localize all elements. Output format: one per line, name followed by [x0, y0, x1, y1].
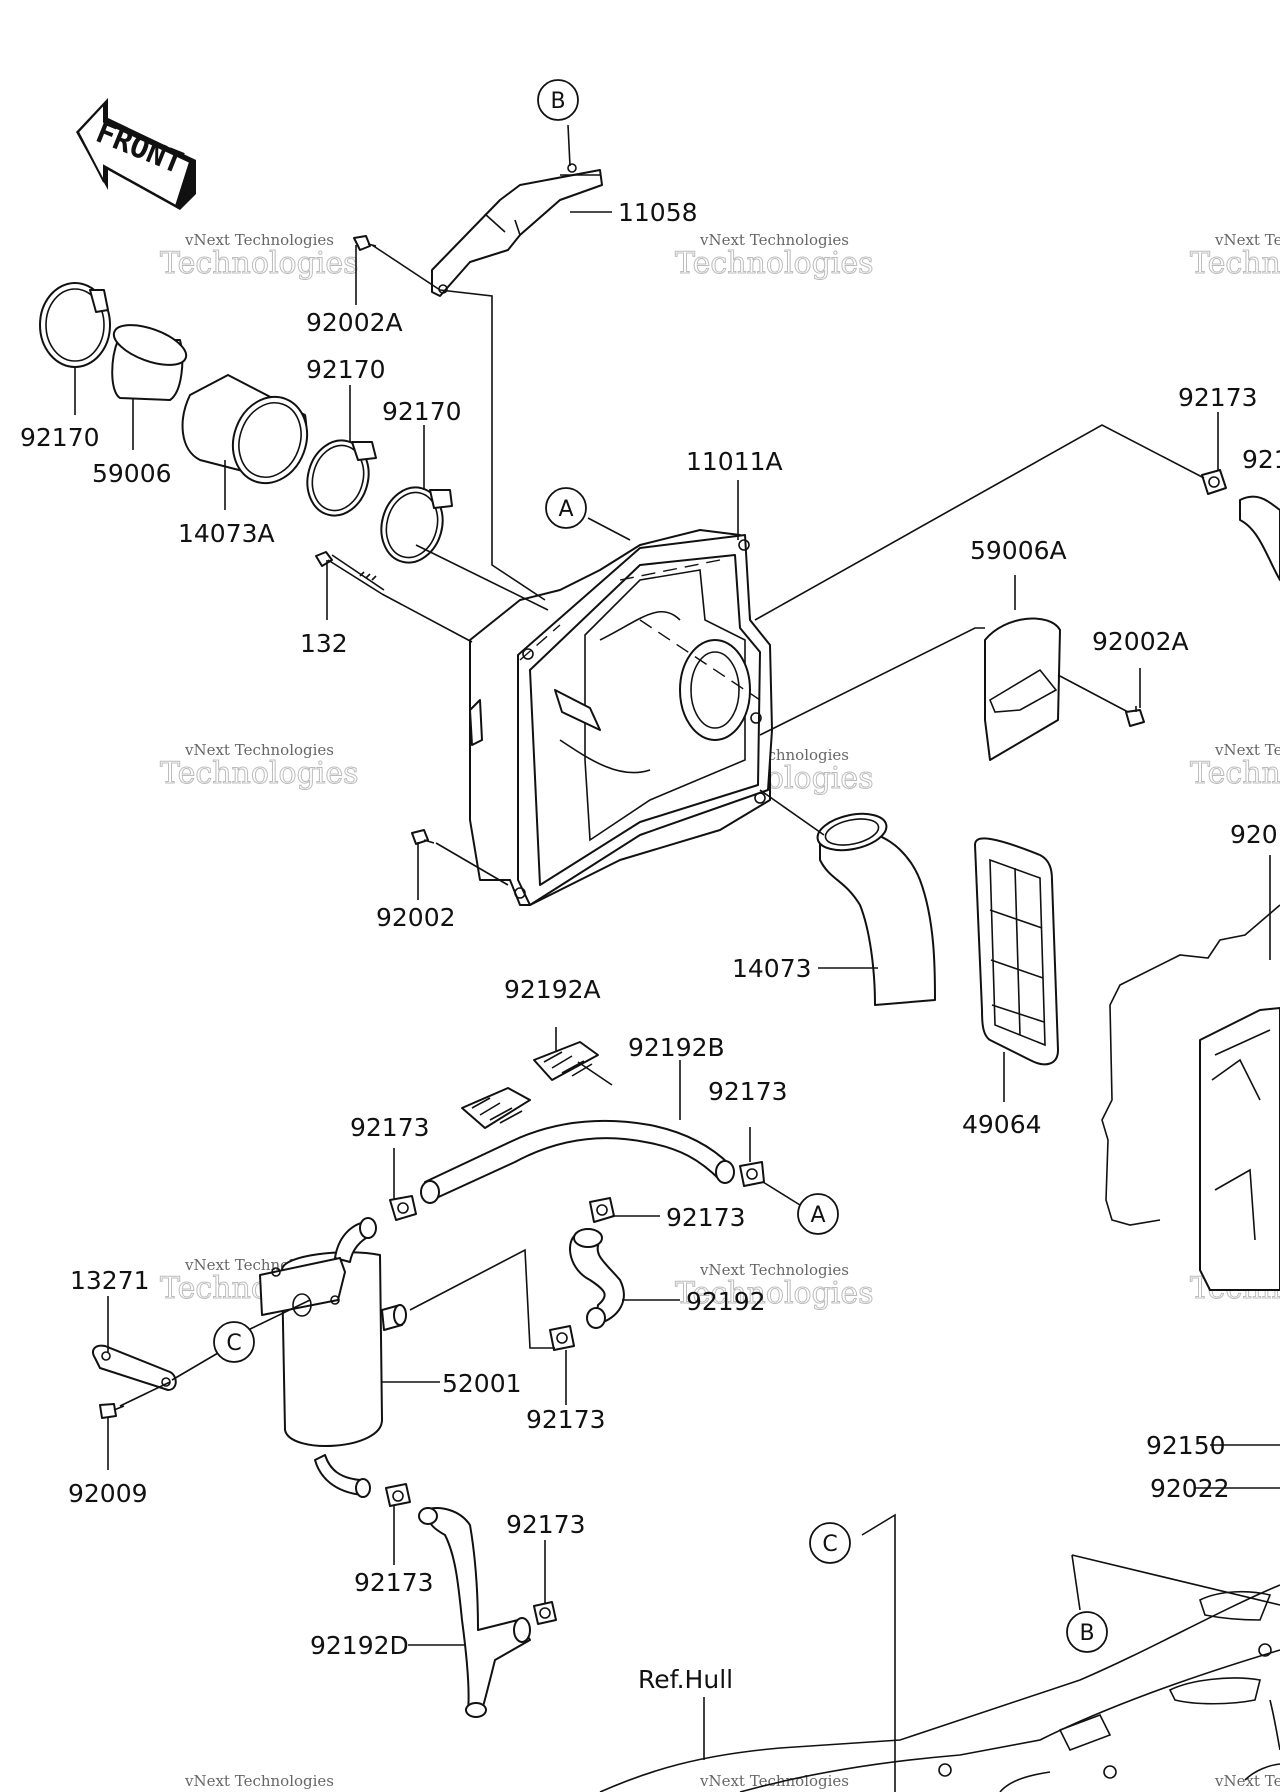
- spring-92192A-1: [461, 1087, 531, 1129]
- hose-partial-topright: [1239, 495, 1280, 581]
- hose-92192B: [420, 1119, 735, 1204]
- part-label-92150: 92150: [1146, 1431, 1226, 1460]
- watermark-outline: Technologies: [160, 756, 359, 791]
- watermark-outline: Technologies: [675, 1276, 874, 1311]
- watermark-outline: Technologies: [1190, 246, 1280, 281]
- part-label-92173: 92173: [666, 1203, 746, 1232]
- hose-92192: [569, 1228, 625, 1329]
- watermark-text: vNext Technologies: [699, 1261, 849, 1279]
- part-label-92002A: 92002A: [306, 308, 403, 337]
- part-label-92173: 92173: [506, 1510, 586, 1539]
- clamp-92173-f: [533, 1601, 557, 1625]
- sleeve-59006: [111, 324, 188, 401]
- callout-c-text: C: [822, 1532, 837, 1557]
- part-label-11011A: 11011A: [686, 447, 783, 476]
- callout-a-airbox: A: [545, 487, 587, 529]
- callout-b-text: B: [1079, 1621, 1094, 1646]
- part-label-partial-920: 920: [1230, 820, 1278, 849]
- clamp-92173-d: [549, 1325, 575, 1351]
- duct-14073: [816, 812, 936, 1006]
- part-label-11058: 11058: [618, 198, 698, 227]
- watermark-text: vNext Technologies: [184, 231, 334, 249]
- watermark-outline: Technologies: [1190, 756, 1280, 791]
- front-arrow-icon: FRONT: [76, 98, 196, 210]
- part-label-92022: 92022: [1150, 1474, 1230, 1503]
- part-label-132: 132: [300, 629, 348, 658]
- part-label-92173: 92173: [350, 1113, 430, 1142]
- bolt-92002: [411, 829, 435, 845]
- watermark-outline: Technologies: [675, 246, 874, 281]
- watermark-text: vNext Technologies: [1214, 1772, 1280, 1790]
- part-label-92170: 92170: [20, 423, 100, 452]
- part-label-92170: 92170: [382, 397, 462, 426]
- part-label-49064: 49064: [962, 1110, 1042, 1139]
- part-label-92192: 92192: [686, 1287, 766, 1316]
- part-label-92173: 92173: [708, 1077, 788, 1106]
- part-label-92173: 92173: [526, 1405, 606, 1434]
- part-label-92002A: 92002A: [1092, 627, 1189, 656]
- part-label-92170: 92170: [306, 355, 386, 384]
- clamp-92173-e: [385, 1483, 411, 1507]
- watermark-text: vNext Technologies: [699, 231, 849, 249]
- callout-b-hull: B: [1066, 1611, 1108, 1653]
- part-label-92002: 92002: [376, 903, 456, 932]
- part-label-92192B: 92192B: [628, 1033, 725, 1062]
- spring-92192A-2: [533, 1041, 599, 1081]
- clamp-92170-right: [380, 486, 453, 564]
- clamp-92170-left: [39, 282, 111, 368]
- plate-13271: [92, 1344, 177, 1391]
- watermark-text: vNext Technologies: [184, 1772, 334, 1790]
- airbox-11011A: [469, 529, 773, 906]
- callout-c-plate: C: [213, 1321, 255, 1363]
- callout-c-text: C: [226, 1331, 241, 1356]
- part-label-92192D: 92192D: [310, 1631, 409, 1660]
- callout-b-top: B: [537, 79, 579, 121]
- callout-a-hose: A: [797, 1193, 839, 1235]
- part-label-92173: 92173: [1178, 383, 1258, 412]
- gasket-partial-right: [1101, 904, 1280, 1226]
- callout-c-hull: C: [809, 1522, 851, 1564]
- filter-49064: [974, 837, 1059, 1066]
- part-label-92173: 92173: [354, 1568, 434, 1597]
- reference-label-hull: Ref.Hull: [638, 1665, 733, 1694]
- watermark-text: vNext Technologies: [1214, 741, 1280, 759]
- part-label-14073A: 14073A: [178, 519, 275, 548]
- bracket-11058: [431, 163, 603, 297]
- clamp-92173-b: [739, 1161, 765, 1187]
- clamp-92173-c: [589, 1197, 615, 1223]
- part-label-92192A: 92192A: [504, 975, 601, 1004]
- plate-59006A: [984, 617, 1061, 761]
- bolt-92002A-right: [1125, 706, 1145, 727]
- watermark-text: vNext Technologies: [1214, 231, 1280, 249]
- callout-b-text: B: [550, 89, 565, 114]
- hull-reference: [599, 1584, 1280, 1792]
- screw-92009: [99, 1403, 125, 1419]
- housing-partial-right: [1199, 1007, 1280, 1291]
- leader-lines: [74, 124, 1280, 1792]
- bolt-132: [315, 551, 385, 595]
- watermark-text: vNext Technologies: [699, 1772, 849, 1790]
- clamp-92173-topright: [1201, 469, 1227, 495]
- watermark-outline: Technologies: [160, 246, 359, 281]
- part-label-59006A: 59006A: [970, 536, 1067, 565]
- clamp-92173-a: [389, 1195, 417, 1221]
- part-label-13271: 13271: [70, 1266, 150, 1295]
- watermark-text: vNext Technologies: [184, 741, 334, 759]
- part-label-59006: 59006: [92, 459, 172, 488]
- part-label-92009: 92009: [68, 1479, 148, 1508]
- part-label-52001: 52001: [442, 1369, 522, 1398]
- part-label-14073: 14073: [732, 954, 812, 983]
- callout-a-text: A: [558, 497, 573, 522]
- hose-92192D: [418, 1507, 531, 1718]
- part-labels: 11058 92002A 92170 59006 14073A 92170 92…: [20, 198, 1280, 1694]
- callout-a-text: A: [810, 1203, 825, 1228]
- clamp-92170-mid: [306, 439, 377, 517]
- part-label-partial-921: 921: [1242, 445, 1280, 474]
- duct-14073A: [181, 374, 309, 485]
